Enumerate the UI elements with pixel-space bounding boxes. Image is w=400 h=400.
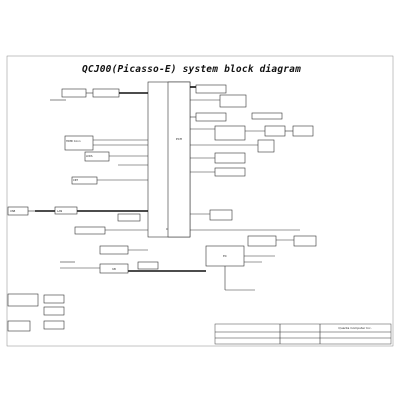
pch-block — [167, 81, 191, 238]
label-lvds: LVDS — [86, 154, 93, 158]
sheet-border — [6, 55, 394, 347]
block-top-right-2 — [219, 94, 247, 108]
title-block — [214, 323, 392, 345]
block-top-left-2 — [92, 88, 120, 98]
legend-block-4 — [7, 320, 31, 332]
label-hdmi: HDMI Conn — [66, 139, 81, 143]
block-right-lower-3 — [293, 235, 317, 247]
block-top-right-3 — [195, 112, 227, 122]
block-lower-left-1 — [74, 226, 106, 235]
block-left-3 — [71, 176, 98, 185]
block-lower-left-2 — [99, 245, 129, 255]
legend-block-5 — [43, 320, 65, 330]
block-top-right-1 — [195, 84, 227, 94]
block-top-left-1 — [61, 88, 87, 98]
block-right-lower-2 — [247, 235, 277, 247]
label-usb: USB — [10, 209, 16, 213]
block-right-lower-1 — [209, 209, 233, 221]
block-left-2 — [84, 151, 110, 162]
block-right-2 — [264, 125, 286, 137]
label-crt: CRT — [73, 178, 78, 182]
block-lower-left-3 — [137, 261, 159, 270]
block-left-1 — [64, 135, 94, 151]
label-ec: EC — [223, 254, 227, 258]
legend-block-1 — [7, 293, 39, 307]
legend-block-3 — [43, 306, 65, 316]
block-right-4 — [214, 125, 246, 141]
block-bottom-left-kb — [99, 263, 129, 274]
block-right-3 — [292, 125, 314, 137]
legend-block-2 — [43, 294, 65, 304]
pch-label: PCH — [176, 137, 182, 141]
block-right-6 — [257, 139, 275, 153]
diagram-title: QCJ00(Picasso-E) system block diagram — [82, 64, 302, 75]
label-lan: LAN — [57, 209, 62, 213]
company-name: Quanta Computer Inc. — [338, 326, 371, 330]
block-right-5 — [214, 152, 246, 164]
label-kb: KB — [112, 267, 116, 271]
block-right-7 — [214, 167, 246, 177]
block-right-1 — [251, 112, 283, 120]
block-bus-left-3 — [117, 213, 141, 222]
block-lan — [54, 206, 78, 215]
